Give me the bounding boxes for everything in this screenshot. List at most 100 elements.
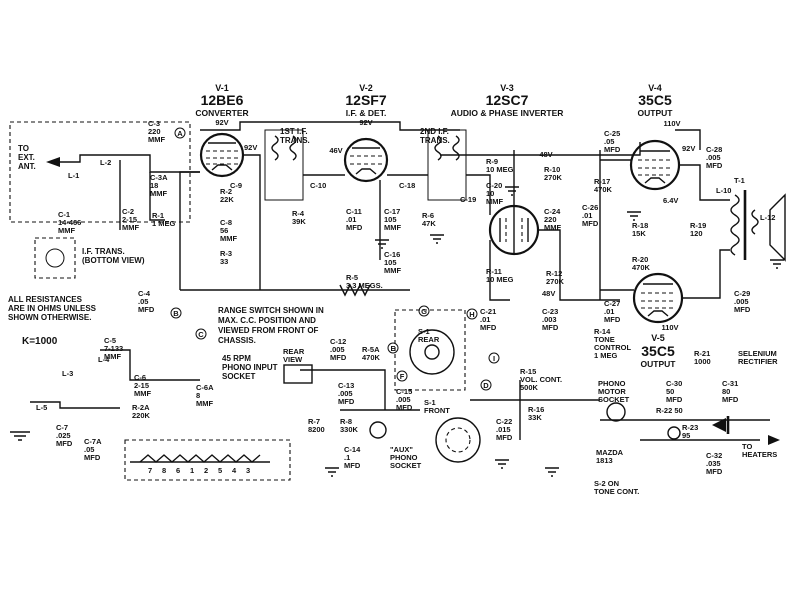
if-trans-1-label: 1ST I.F.TRANS. bbox=[280, 127, 310, 145]
marker-h-label: H bbox=[469, 310, 474, 319]
tube-v5-function: OUTPUT bbox=[641, 359, 677, 369]
if-trans-bottom-view-socket bbox=[45, 248, 65, 268]
tube-heading-v5: V-5 35C5 OUTPUT 110V bbox=[641, 323, 679, 369]
tube-v5-voltage: 110V bbox=[661, 323, 678, 332]
marker-h: H bbox=[466, 308, 478, 320]
c18-label: C-18 bbox=[399, 181, 415, 190]
marker-g: G bbox=[418, 305, 430, 317]
if-trans-2-label: 2ND I.F.TRANS. bbox=[420, 127, 450, 145]
marker-c-label: C bbox=[198, 330, 204, 339]
phono-motor-socket bbox=[606, 402, 626, 422]
tube-v5-id: V-5 bbox=[651, 333, 665, 343]
tube-heading-v3: V-3 12SC7 AUDIO & PHASE INVERTER 48V bbox=[451, 83, 564, 159]
marker-g-label: G bbox=[421, 307, 427, 316]
l1-label: L-1 bbox=[68, 171, 79, 180]
c19-label: C-19 bbox=[460, 195, 476, 204]
tube-v3-function: AUDIO & PHASE INVERTER bbox=[451, 108, 564, 118]
tube-symbol-v4 bbox=[629, 139, 681, 191]
ground-symbols bbox=[10, 186, 784, 477]
s1-rear-outline bbox=[394, 309, 466, 391]
c9-label: C-9 bbox=[230, 181, 242, 190]
marker-a: A bbox=[174, 127, 186, 139]
tube-symbol-v2 bbox=[343, 137, 389, 183]
marker-b-label: B bbox=[173, 309, 179, 318]
l2-label: L-2 bbox=[100, 158, 111, 167]
tube-v4-type: 35C5 bbox=[638, 92, 672, 108]
s1-rear-switch-wafer bbox=[409, 329, 455, 375]
l3-label: L-3 bbox=[62, 369, 73, 378]
marker-e-label: E bbox=[390, 344, 395, 353]
switch-numbers: 7 8 6 1 2 5 4 3 bbox=[148, 466, 250, 475]
marker-i: I bbox=[488, 352, 500, 364]
switch-number: 8 bbox=[162, 466, 166, 475]
marker-i-label: I bbox=[493, 354, 495, 363]
r22-label: R-22 50 bbox=[656, 406, 683, 415]
switch-number: 6 bbox=[176, 466, 180, 475]
marker-d-label: D bbox=[483, 381, 489, 390]
v-92-b-label: 92V bbox=[244, 143, 257, 152]
circuit-wiring bbox=[30, 121, 786, 463]
mazda-lamp bbox=[667, 426, 681, 440]
s1-wafer-outline bbox=[124, 439, 291, 481]
tube-v2-type: 12SF7 bbox=[345, 92, 386, 108]
marker-f: F bbox=[396, 370, 408, 382]
v-48-lower-label: 48V bbox=[542, 289, 555, 298]
marker-a-label: A bbox=[177, 129, 183, 138]
tube-symbol-v1 bbox=[199, 132, 245, 178]
tube-v1-id: V-1 bbox=[215, 83, 229, 93]
tube-v2-id: V-2 bbox=[359, 83, 373, 93]
tube-v4-voltage: 110V bbox=[663, 119, 680, 128]
